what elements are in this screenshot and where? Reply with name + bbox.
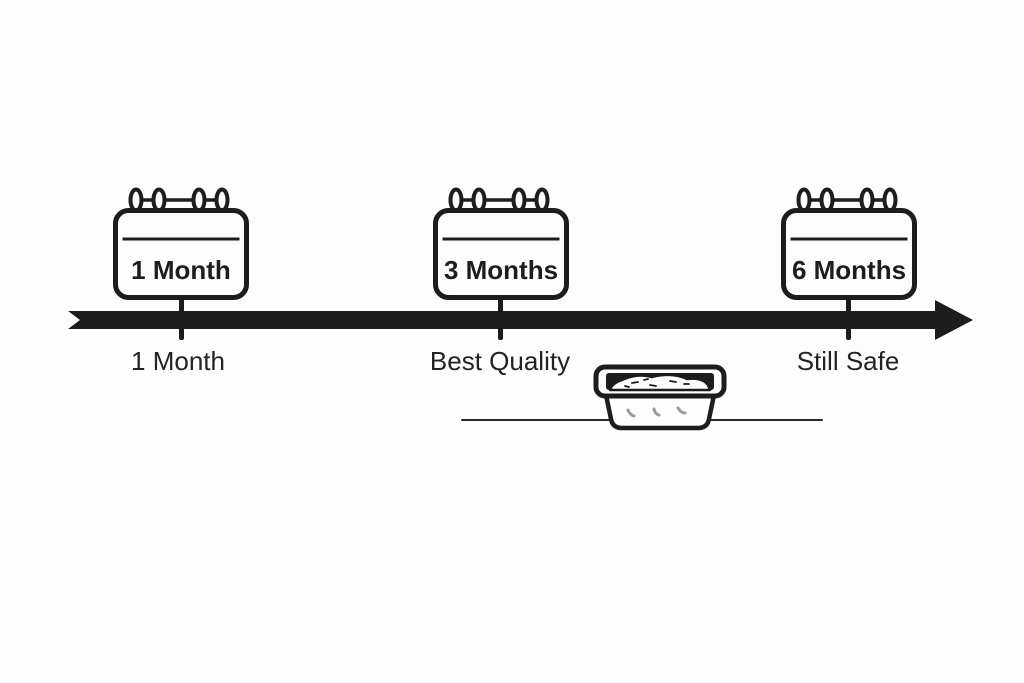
calendar-label: 1 Month <box>131 255 231 285</box>
calendar-ring <box>534 187 550 213</box>
milestone-3-months: 3 Months <box>431 186 571 303</box>
food-speckles <box>624 378 690 388</box>
arrow-shape <box>68 300 973 340</box>
milestone-1-month: 1 Month <box>111 186 251 303</box>
container-body <box>603 392 717 431</box>
calendar-ring <box>191 187 207 213</box>
calendar-ring <box>448 187 464 213</box>
calendar-ring <box>214 187 230 213</box>
calendar-ring <box>819 187 835 213</box>
calendar-ring <box>128 187 144 213</box>
calendar-label: 6 Months <box>792 255 906 285</box>
calendar-label: 3 Months <box>444 255 558 285</box>
calendar-ring <box>859 187 875 213</box>
calendar-ring <box>511 187 527 213</box>
axis-label-still-safe: Still Safe <box>796 346 900 376</box>
food-mound <box>608 373 712 392</box>
calendar-icon: 1 Month <box>113 187 249 300</box>
calendar-icon: 6 Months <box>781 187 917 300</box>
axis-label-1-month: 1 Month <box>131 346 225 376</box>
calendar-ring <box>882 187 898 213</box>
right-arrow-icon <box>68 300 973 340</box>
container-smudges <box>626 406 687 418</box>
food-container-icon <box>593 364 727 431</box>
calendar-ring <box>471 187 487 213</box>
calendar-icon: 3 Months <box>433 187 569 300</box>
calendar-ring <box>796 187 812 213</box>
milestone-6-months: 6 Months <box>779 186 919 303</box>
axis-label-best-quality: Best Quality <box>429 346 571 376</box>
calendar-ring <box>151 187 167 213</box>
